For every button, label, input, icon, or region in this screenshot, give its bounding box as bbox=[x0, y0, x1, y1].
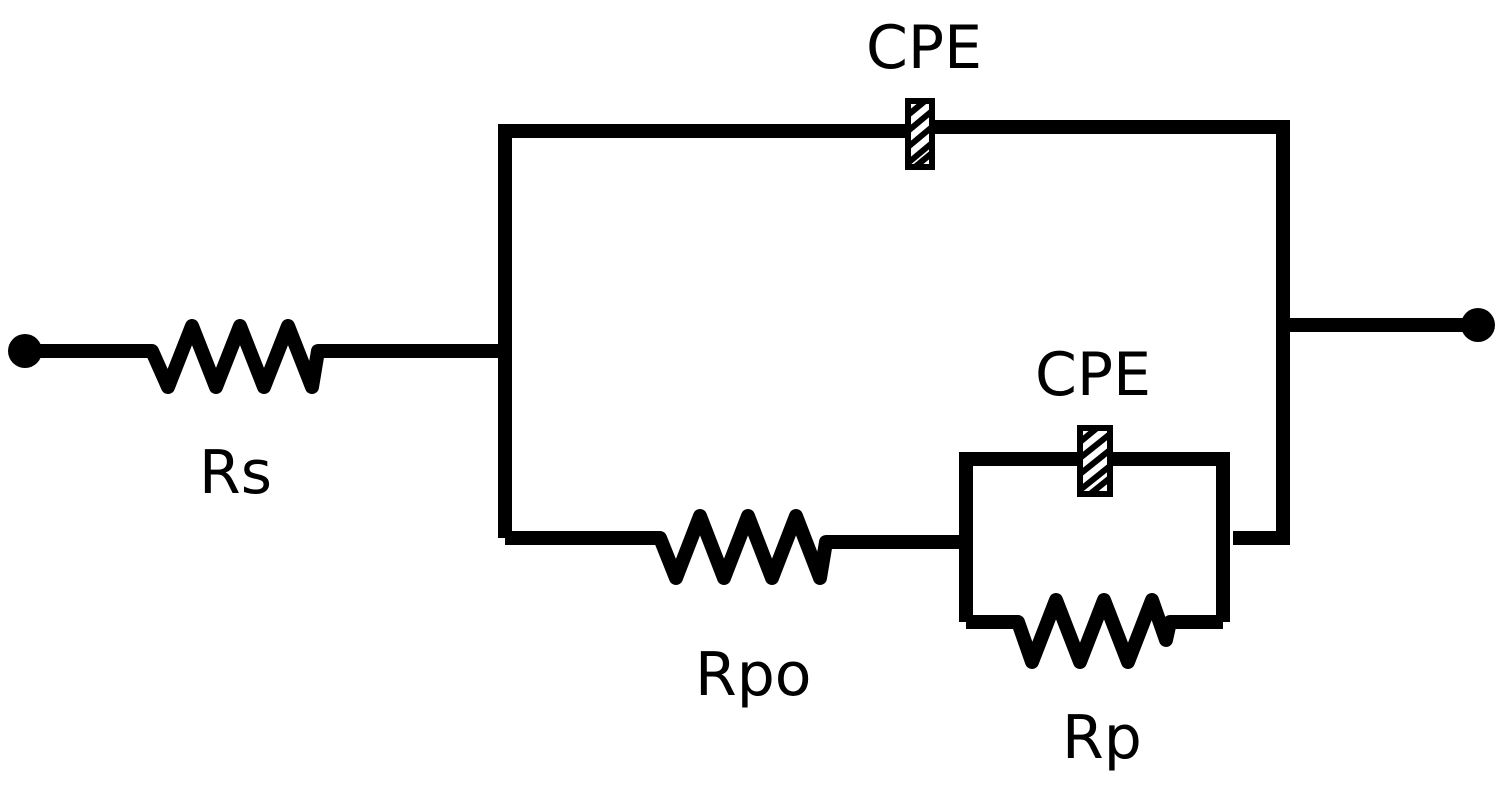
inner-frame-right bbox=[1110, 452, 1230, 622]
cpe-inner-symbol bbox=[1077, 425, 1113, 497]
resistor-rp-symbol bbox=[1011, 593, 1177, 669]
rp-label: Rp bbox=[1062, 703, 1142, 773]
resistor-rpo-symbol bbox=[653, 509, 833, 585]
cpe-inner-label: CPE bbox=[1035, 340, 1151, 410]
outer-top-wire-left bbox=[498, 124, 908, 538]
inner-frame-left bbox=[959, 452, 1080, 622]
rs-label: Rs bbox=[199, 438, 272, 508]
rpo-label: Rpo bbox=[695, 640, 812, 710]
outer-top-wire-right bbox=[932, 120, 1290, 545]
resistor-rs-symbol bbox=[145, 319, 325, 394]
cpe-outer-label: CPE bbox=[866, 13, 982, 83]
cpe-outer-symbol bbox=[905, 98, 935, 170]
